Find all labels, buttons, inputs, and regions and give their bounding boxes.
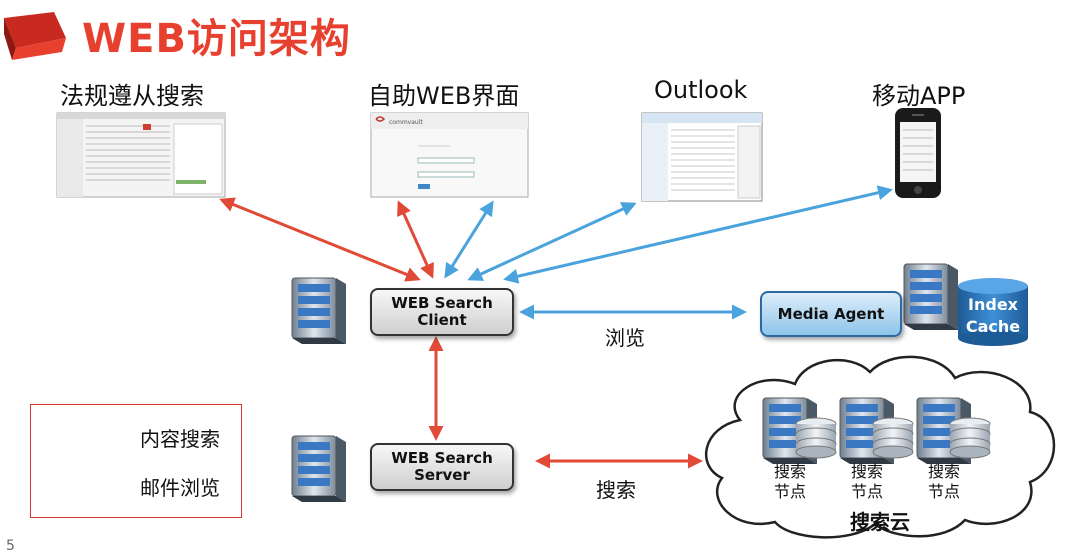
- server-server-icon: [291, 435, 347, 503]
- arrow-mobile-client: [503, 185, 893, 284]
- web-ui-login-thumbnail: commvault: [370, 112, 529, 198]
- client-label-compliance: 法规遵从搜索: [60, 82, 204, 110]
- search-node-label: 搜索 节点: [850, 462, 883, 501]
- search-node-disk-icon-2: [872, 417, 914, 459]
- client-label-outlook: Outlook: [654, 76, 748, 104]
- legend-mail-browse: 邮件浏览: [140, 476, 220, 500]
- index-cache-label: Index Cache: [965, 295, 1021, 336]
- search-node-disk-icon-1: [795, 417, 837, 459]
- legend: [30, 404, 242, 518]
- arrow-webui-client-blue: [444, 200, 494, 279]
- legend-content-search: 内容搜索: [140, 427, 220, 451]
- search-node-disk-icon-3: [949, 417, 991, 459]
- browse-edge-label: 浏览: [605, 326, 645, 350]
- index-cache-cylinder-icon: [958, 278, 1028, 346]
- outlook-thumbnail: [641, 112, 763, 202]
- client-server-icon: [291, 277, 347, 345]
- title-ribbon-icon: [4, 8, 66, 60]
- arrow-compliance-client: [219, 197, 421, 282]
- compliance-search-thumbnail: [56, 112, 226, 198]
- client-label-web-ui: 自助WEB界面: [368, 82, 520, 110]
- search-node-label: 搜索 节点: [927, 462, 960, 501]
- client-label-mobile: 移动APP: [872, 82, 966, 110]
- arrow-webui-client-red: [397, 200, 434, 279]
- search-node-label: 搜索 节点: [773, 462, 806, 501]
- web-search-server-box: WEB Search Server: [370, 443, 514, 491]
- media-agent-box: Media Agent: [760, 291, 902, 337]
- search-edge-label: 搜索: [596, 478, 636, 502]
- page-number: 5: [6, 538, 15, 554]
- media-agent-server-icon: [903, 263, 959, 331]
- web-search-client-box: WEB Search Client: [370, 288, 514, 336]
- search-cloud-label: 搜索云: [850, 510, 910, 534]
- mobile-phone-thumbnail: [895, 108, 941, 198]
- page-title: WEB访问架构: [82, 16, 351, 62]
- commvault-brand: commvault: [389, 119, 423, 126]
